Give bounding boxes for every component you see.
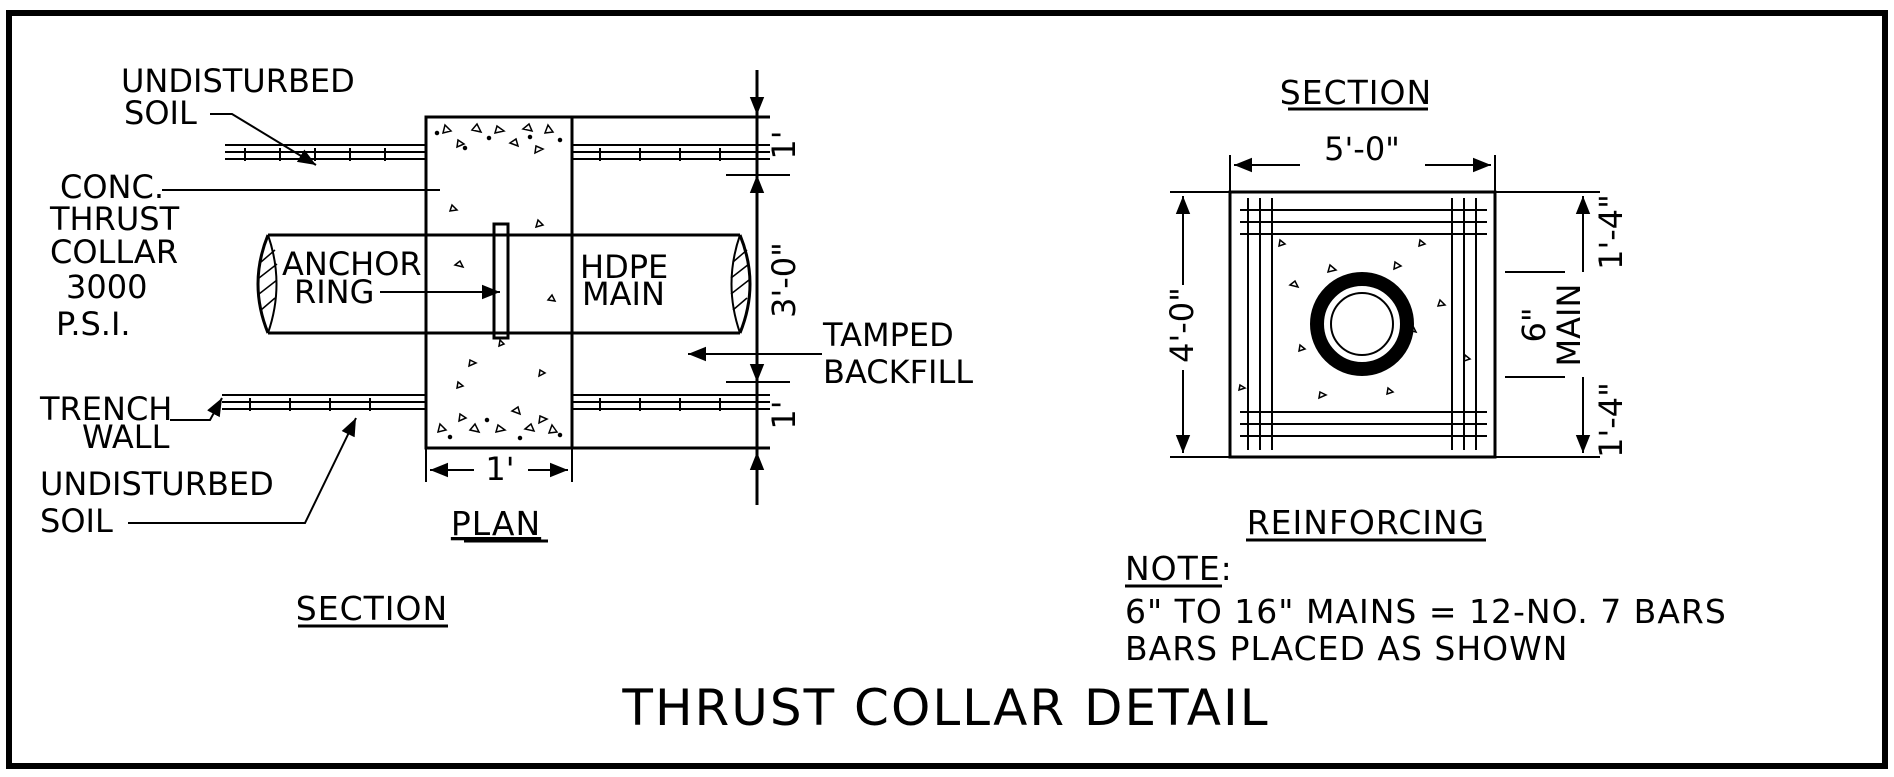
- aggregate-hatch: [434, 122, 563, 441]
- section-view: UNDISTURBED SOIL CONC. THRUST COLLAR 300…: [39, 62, 973, 628]
- soil-hatch: [222, 144, 770, 411]
- undisturbed-soil-top-label: UNDISTURBED: [121, 62, 355, 100]
- main-label: MAIN: [582, 275, 665, 313]
- section-caption: SECTION: [296, 589, 448, 628]
- reinforcing-width-dim: 5'-0": [1324, 130, 1400, 168]
- reinforcing-lower-dim: 1'-4": [1592, 382, 1630, 458]
- dim-bottom: 1': [765, 400, 803, 429]
- dim-width: 1': [485, 450, 514, 488]
- wall-label: WALL: [82, 418, 170, 456]
- sheet-border: [6, 10, 1888, 769]
- ring-label: RING: [294, 273, 374, 311]
- reinforcing-main-size: 6": [1515, 307, 1553, 342]
- note-block: NOTE: 6" TO 16" MAINS = 12-NO. 7 BARS BA…: [1125, 549, 1727, 668]
- note-line-1: 6" TO 16" MAINS = 12-NO. 7 BARS: [1125, 592, 1727, 631]
- dim-middle: 3'-0": [765, 242, 803, 318]
- collar-label: COLLAR: [50, 233, 178, 271]
- reinforcing-upper-dim: 1'-4": [1592, 194, 1630, 270]
- conc-label: CONC.: [60, 168, 164, 206]
- undisturbed-soil-top-label-2: SOIL: [124, 94, 197, 132]
- psi-value-label: 3000: [66, 268, 147, 306]
- reinforcing-section-caption: SECTION: [1280, 73, 1432, 112]
- anchor-ring: [492, 222, 510, 340]
- reinforcing-view: SECTION 5'-0": [1163, 73, 1630, 542]
- backfill-label: BACKFILL: [823, 353, 973, 391]
- undisturbed-soil-bottom-label: UNDISTURBED: [40, 465, 274, 503]
- reinforcing-caption: REINFORCING: [1247, 503, 1485, 542]
- note-line-2: BARS PLACED AS SHOWN: [1125, 629, 1568, 668]
- anchor-label: ANCHOR: [282, 245, 422, 283]
- reinforcing-block: [1228, 190, 1497, 459]
- hdpe-label: HDPE: [580, 248, 668, 286]
- psi-label: P.S.I.: [56, 305, 131, 343]
- note-heading: NOTE:: [1125, 549, 1233, 588]
- reinforcing-height-dim: 4'-0": [1163, 287, 1201, 363]
- concrete-collar: [424, 115, 574, 450]
- dim-top: 1': [765, 130, 803, 159]
- tamped-label: TAMPED: [822, 316, 954, 354]
- drawing-title: THRUST COLLAR DETAIL: [621, 679, 1269, 737]
- trench-label: TRENCH: [39, 390, 172, 428]
- thrust-label: THRUST: [49, 200, 180, 238]
- pipe-section: [1310, 272, 1414, 376]
- reinforcing-bars: [1240, 198, 1487, 450]
- reinforcing-main-label: MAIN: [1550, 284, 1588, 367]
- plan-caption: PLAN: [451, 504, 541, 543]
- undisturbed-soil-bottom-label-2: SOIL: [40, 502, 113, 540]
